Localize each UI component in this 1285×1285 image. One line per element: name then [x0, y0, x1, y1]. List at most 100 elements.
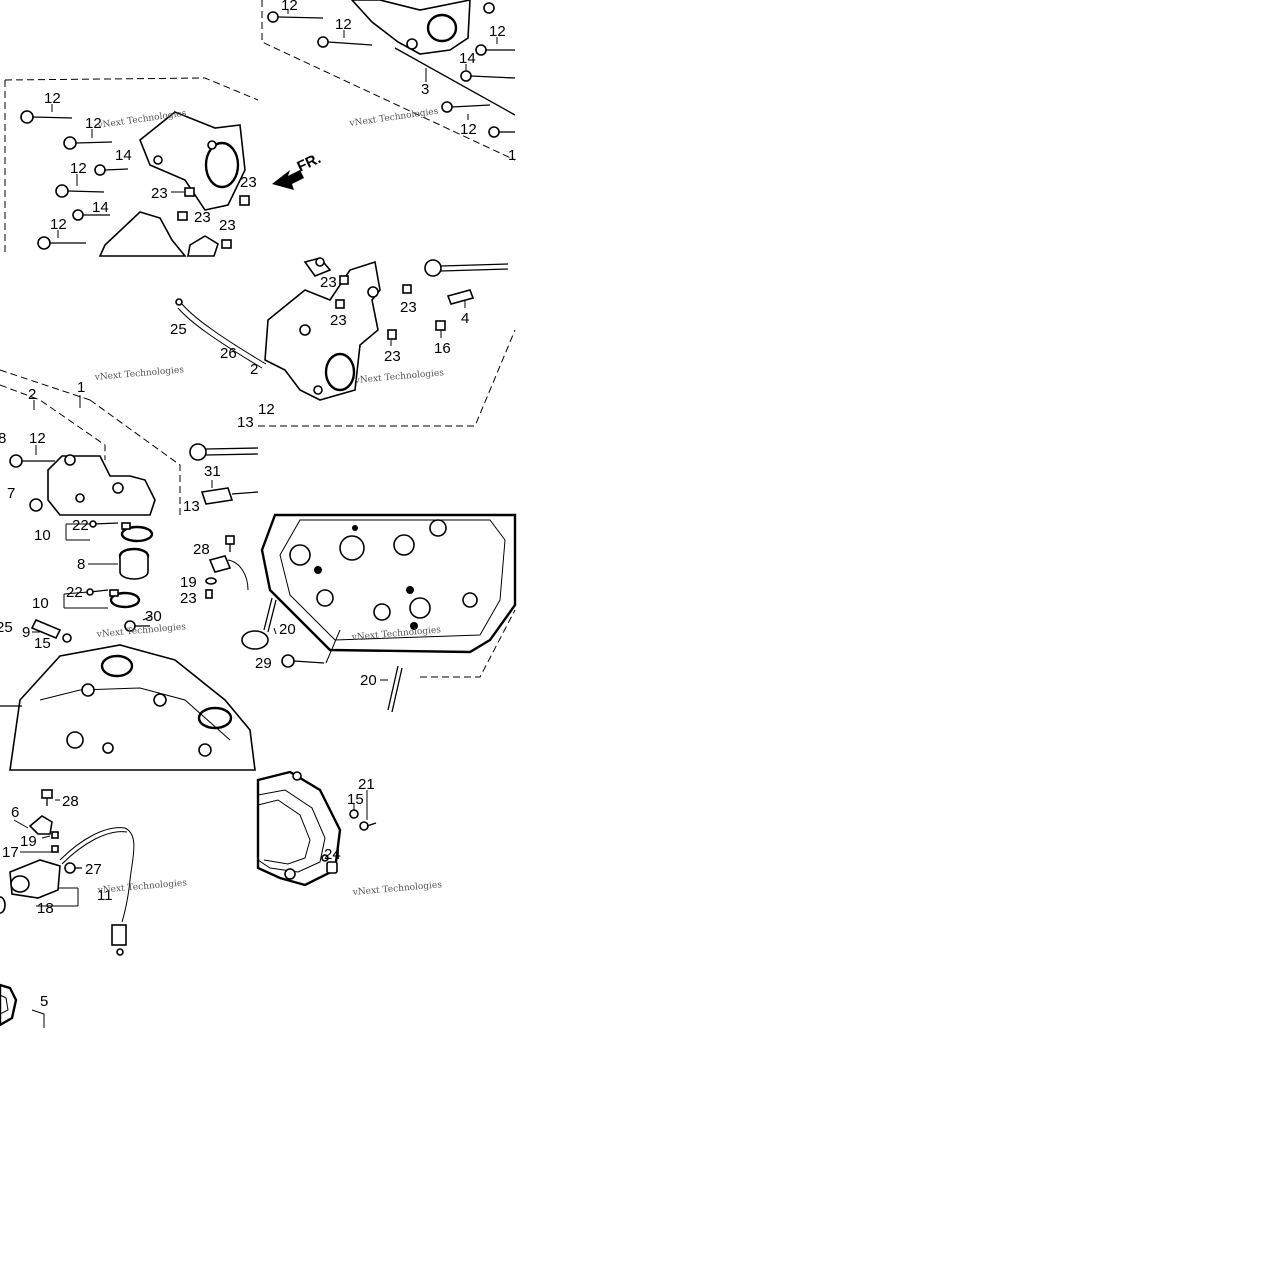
tile-d-label: 7 — [7, 485, 15, 502]
dowel-pin-icon — [339, 275, 349, 285]
dowel-pin-icon — [221, 239, 232, 249]
tile-g-label: 18 — [37, 900, 54, 917]
tile-b-camshaft-holder: 12 12 14 12 23 14 12 23 23 23 23 vNext T… — [4, 77, 259, 257]
tile-d-label: 12 — [29, 430, 46, 447]
bolt-icon — [189, 443, 259, 461]
watermark: vNext Technologies — [348, 107, 439, 130]
tile-h-cover-gasket: 21 15 24 vNext Technologies — [256, 770, 443, 898]
tile-c-label: 4 — [461, 310, 469, 327]
bolt-icon — [460, 70, 516, 82]
dowel-pin-icon — [326, 861, 338, 874]
tile-g-pulse-generator: 6 28 19 17 27 11 18 vNext Technologies — [0, 789, 188, 956]
bolt-icon — [37, 236, 86, 250]
tile-d-label: 31 — [204, 463, 221, 480]
watermark: vNext Technologies — [95, 622, 186, 640]
tile-c-label: 23 — [320, 274, 337, 291]
tile-g-label: 11 — [97, 887, 113, 904]
tile-b-label: 12 — [70, 160, 87, 177]
tile-i-label: 5 — [40, 993, 48, 1010]
tile-e-label: 9 — [22, 624, 30, 641]
screw-icon — [89, 520, 119, 528]
dowel-pin-icon — [205, 589, 213, 599]
dowel-pin-icon — [184, 187, 195, 197]
tile-h-label: 21 — [358, 776, 375, 793]
tile-a-label: 3 — [421, 81, 429, 98]
tile-c-label: 26 — [220, 345, 237, 362]
tile-g-label: 6 — [11, 804, 19, 821]
bolt-icon — [64, 862, 82, 874]
tile-e-label: 25 — [0, 619, 13, 636]
tile-f-label: 20 — [360, 672, 377, 689]
tile-e-label: 22 — [72, 517, 89, 534]
watermark: vNext Technologies — [96, 878, 187, 896]
tile-d-label: 8 — [0, 430, 6, 447]
tile-b-label: 14 — [92, 199, 109, 216]
breather-tube-icon — [175, 298, 267, 369]
tile-f-cylinder-head-lower: 20 29 20 vNext Technologies — [241, 513, 517, 713]
tile-f-label: 20 — [279, 621, 296, 638]
tile-e-label: 10 — [34, 527, 51, 544]
tile-e-label: 22 — [66, 584, 83, 601]
joint-pipe-icon — [30, 618, 62, 640]
dowel-pin-icon — [387, 329, 397, 340]
tile-a-label: 1 — [508, 147, 516, 164]
tile-b-label: 23 — [151, 185, 168, 202]
screw-icon — [86, 588, 109, 596]
tile-e-label: 30 — [145, 608, 162, 625]
tile-g-label: 28 — [62, 793, 79, 810]
bolt-icon — [317, 36, 373, 48]
tile-d-label: 13 — [183, 498, 200, 515]
tile-b-label: 23 — [240, 174, 257, 191]
tile-i-head-cover-fragment: 5 — [0, 983, 48, 1028]
pipe-plug-icon — [446, 289, 475, 305]
tile-a-label: 12 — [281, 0, 298, 14]
sensor-bracket-icon — [28, 815, 53, 835]
tile-d-cylinder-head-left: 2 1 12 8 7 13 31 13 vNext Technologies — [0, 365, 259, 516]
bolt-icon — [41, 789, 53, 806]
washer-icon — [349, 809, 359, 819]
tile-e-label: 10 — [32, 595, 49, 612]
tile-g-label: 19 — [20, 833, 37, 850]
dowel-pin-icon — [51, 831, 59, 853]
bolt-icon — [488, 126, 515, 138]
dowel-pin-icon — [335, 299, 345, 309]
stud-bolt-icon — [263, 597, 277, 633]
tile-e-label: 23 — [180, 590, 197, 607]
bolt-icon — [441, 101, 491, 113]
bolt-icon — [424, 259, 509, 277]
bolt-icon — [225, 535, 235, 552]
dowel-pin-icon — [177, 211, 188, 221]
tile-c-label: 23 — [400, 299, 417, 316]
tile-c-label: 23 — [384, 348, 401, 365]
tile-c-label: 16 — [434, 340, 451, 357]
watermark: vNext Technologies — [351, 880, 442, 898]
tile-b-label: 12 — [85, 115, 102, 132]
tile-c-label: 12 — [258, 401, 275, 418]
tile-a-label: 12 — [460, 121, 477, 138]
bolt-icon — [475, 44, 515, 56]
spark-plug-icon — [200, 487, 259, 505]
bolt-icon — [9, 454, 55, 468]
tile-b-label: 12 — [50, 216, 67, 233]
dowel-pin-icon — [435, 320, 446, 331]
tile-d-label: 1 — [77, 379, 85, 396]
hose-clamp-icon — [109, 589, 141, 609]
stud-bolt-icon — [387, 665, 403, 713]
watermark: vNext Technologies — [93, 365, 184, 383]
tile-e-label: 15 — [34, 635, 51, 652]
bolt-icon — [267, 11, 324, 23]
dowel-pin-icon — [239, 195, 250, 206]
tile-e-label: 8 — [77, 556, 85, 573]
watermark: vNext Technologies — [353, 368, 444, 386]
tile-e-label: 28 — [193, 541, 210, 558]
o-ring-icon — [0, 896, 6, 914]
tile-g-label: 17 — [2, 844, 19, 861]
bolt-icon — [20, 110, 73, 124]
tile-h-label: 15 — [347, 791, 364, 808]
tile-a-cylinder-head-upper: 12 12 12 14 12 3 12 1 FR. vNext Technolo… — [261, 0, 516, 190]
tile-b-label: 12 — [44, 90, 61, 107]
front-direction-arrow-icon: FR. — [272, 150, 324, 190]
bolt-icon — [63, 136, 113, 150]
bolt-icon — [72, 209, 110, 221]
